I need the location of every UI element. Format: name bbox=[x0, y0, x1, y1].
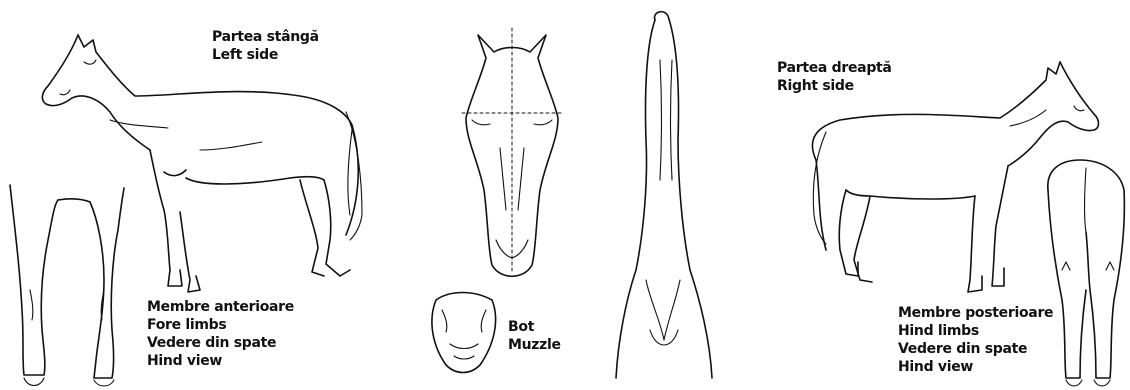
neck-front-view-drawing bbox=[616, 12, 712, 378]
fore-limbs-label-line4: Hind view bbox=[147, 352, 294, 370]
hind-limbs-hind-view-drawing bbox=[1048, 160, 1125, 386]
fore-limbs-label-line3: Vedere din spate bbox=[147, 334, 294, 352]
left-side-label-en: Left side bbox=[212, 46, 319, 64]
fore-limbs-label-line2: Fore limbs bbox=[147, 316, 294, 334]
left-side-label: Partea stângă Left side bbox=[212, 28, 319, 64]
fore-limbs-label-line1: Membre anterioare bbox=[147, 298, 294, 316]
fore-limbs-label: Membre anterioare Fore limbs Vedere din … bbox=[147, 298, 294, 370]
right-side-label: Partea dreaptă Right side bbox=[777, 59, 892, 95]
hind-limbs-label-line4: Hind view bbox=[898, 358, 1053, 376]
hind-limbs-label-line3: Vedere din spate bbox=[898, 340, 1053, 358]
muzzle-label-en: Muzzle bbox=[508, 336, 561, 354]
horse-right-side-drawing bbox=[812, 62, 1098, 292]
muzzle-label: Bot Muzzle bbox=[508, 318, 561, 354]
hind-limbs-label-line2: Hind limbs bbox=[898, 322, 1053, 340]
hind-limbs-label-line1: Membre posterioare bbox=[898, 304, 1053, 322]
right-side-label-ro: Partea dreaptă bbox=[777, 59, 892, 77]
left-side-label-ro: Partea stângă bbox=[212, 28, 319, 46]
muzzle-drawing bbox=[432, 293, 496, 373]
right-side-label-en: Right side bbox=[777, 77, 892, 95]
fore-limbs-hind-view-drawing bbox=[10, 185, 124, 386]
horse-left-side-drawing bbox=[42, 35, 362, 292]
head-front-view-drawing bbox=[462, 28, 562, 276]
hind-limbs-label: Membre posterioare Hind limbs Vedere din… bbox=[898, 304, 1053, 376]
muzzle-label-ro: Bot bbox=[508, 318, 561, 336]
